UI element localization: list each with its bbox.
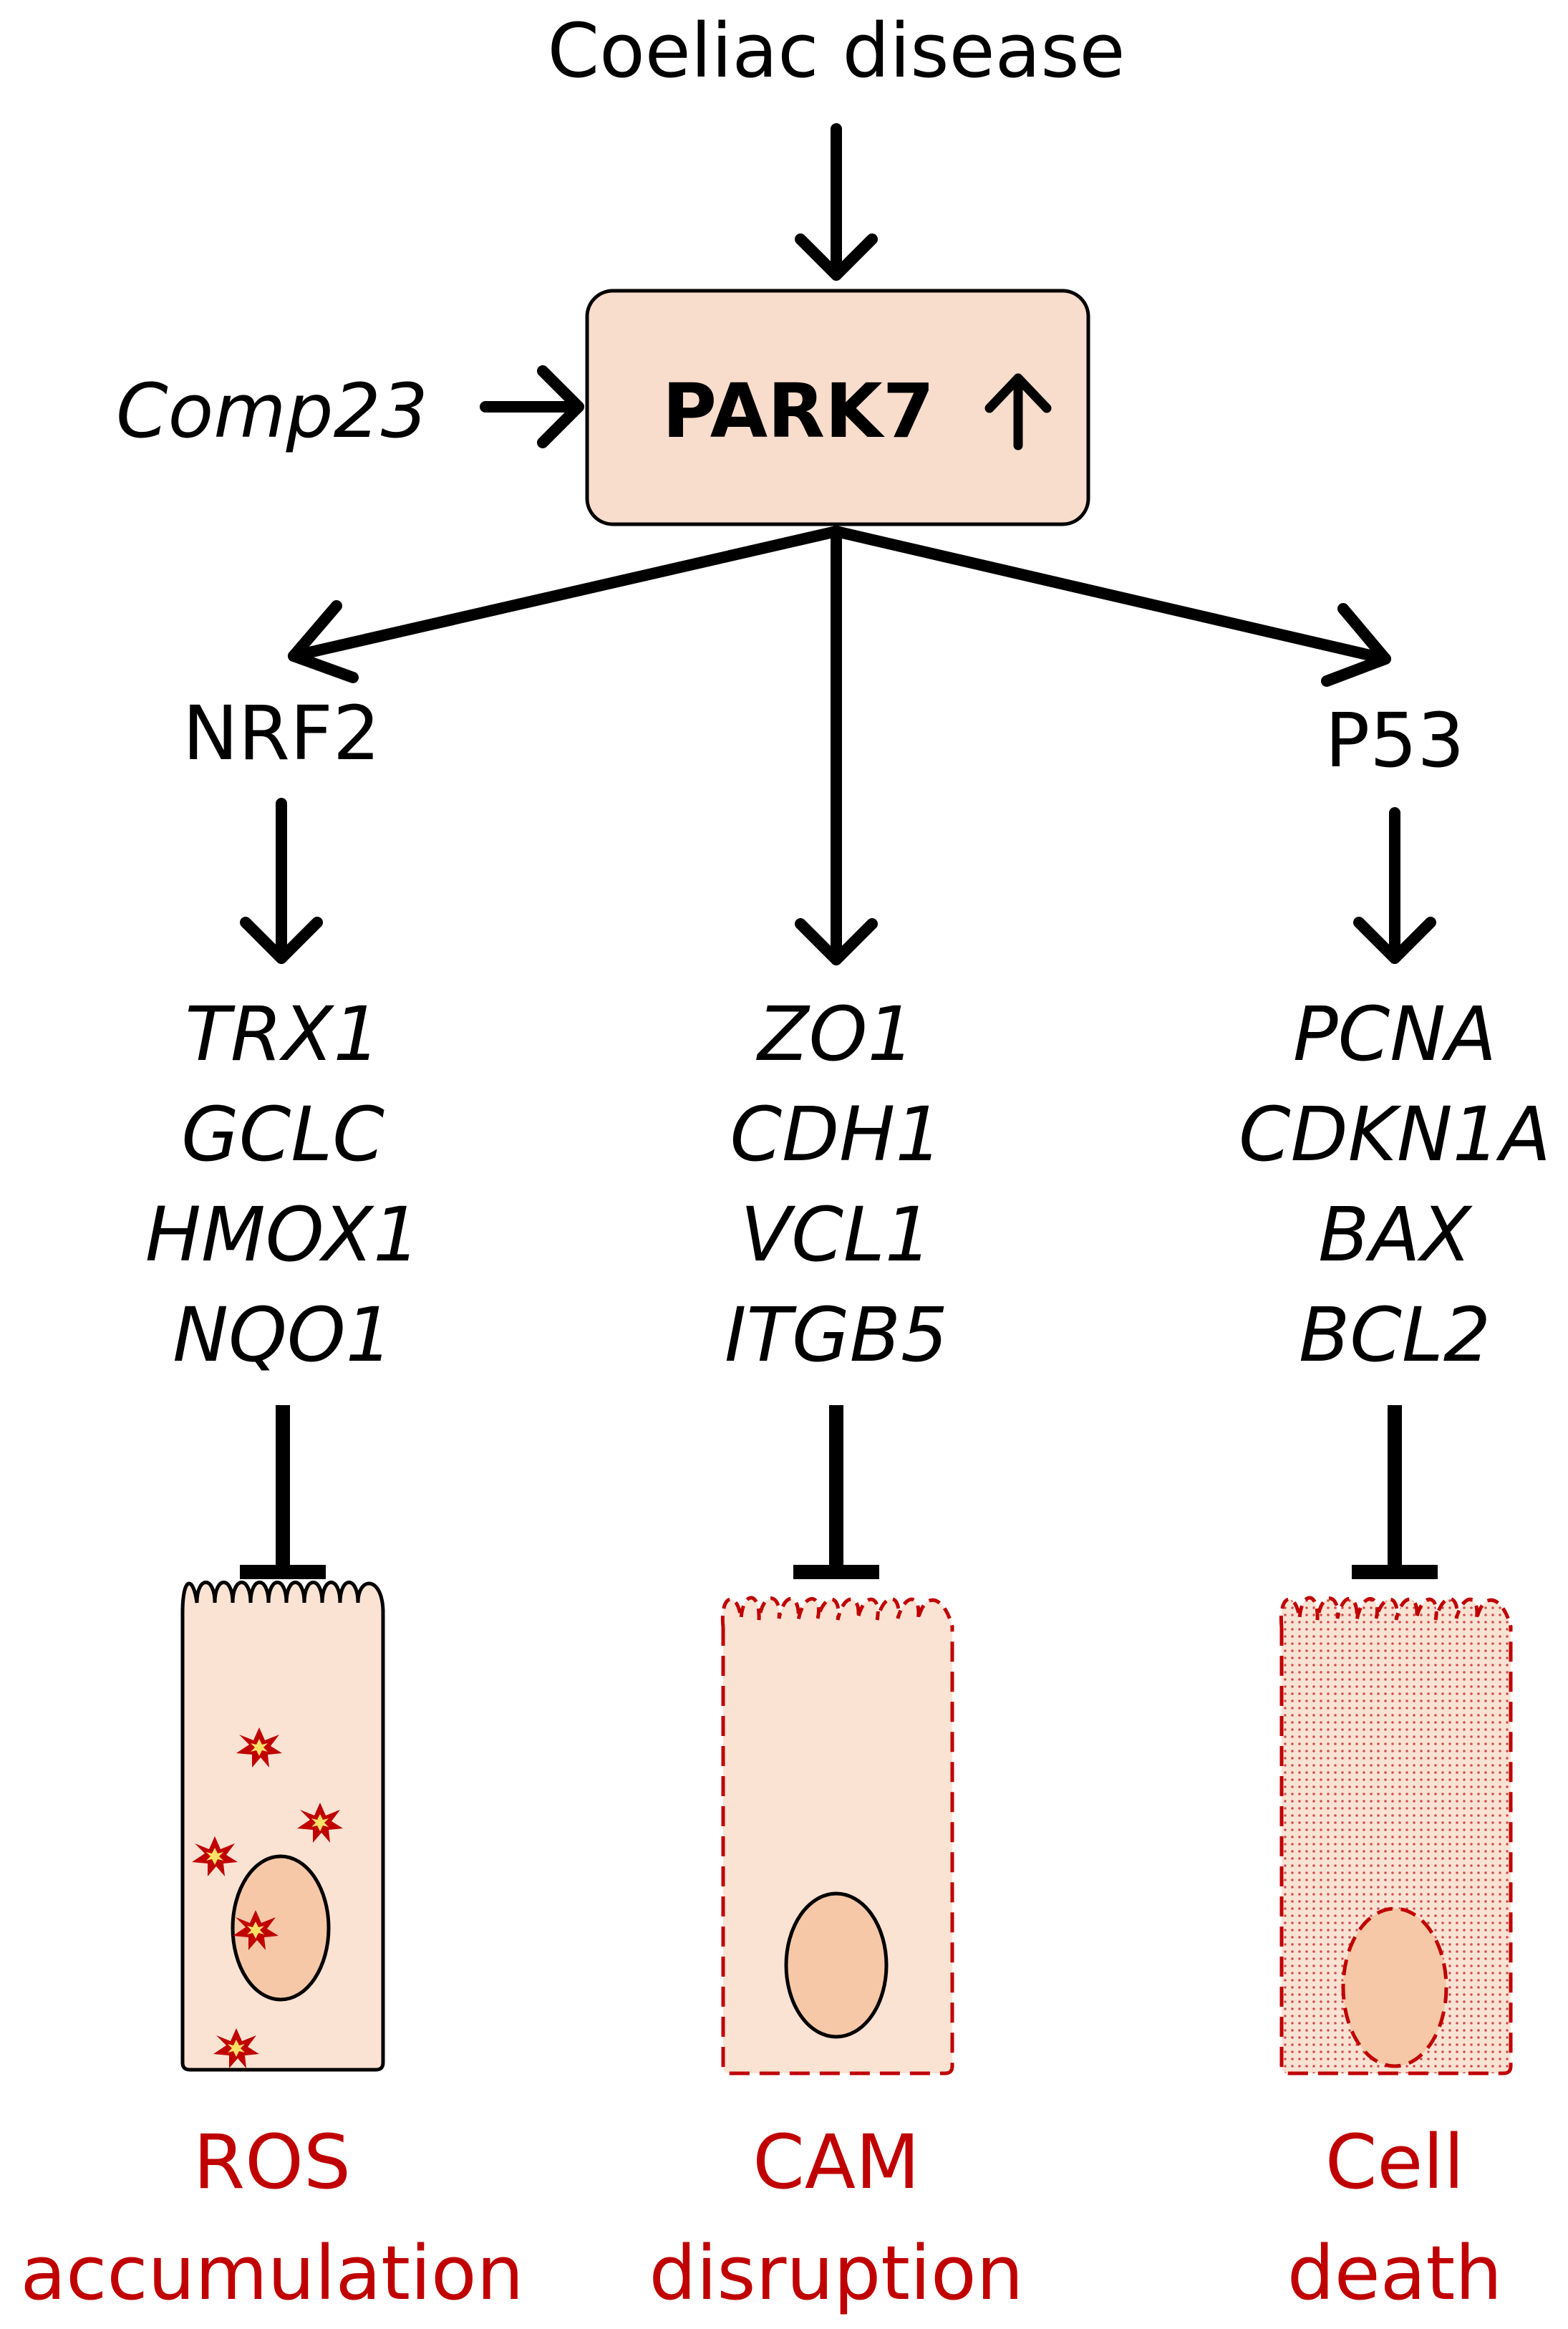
ros-burst-icon (192, 1836, 238, 1876)
nucleus (784, 1891, 889, 2039)
gene-label: ITGB5 (725, 1291, 948, 1379)
gene-label: BCL2 (1299, 1291, 1491, 1379)
outcome-line: accumulation (20, 2229, 523, 2317)
hub-box (585, 289, 1090, 526)
ros-burst-icon (213, 2028, 259, 2068)
outcome-line: ROS (193, 2118, 351, 2206)
microvilli (720, 1596, 954, 1628)
ros-burst-icon (297, 1803, 343, 1843)
gene-label: TRX1 (185, 990, 380, 1078)
gene-label: ZO1 (755, 990, 914, 1078)
inhibit-bar-adhesion (793, 1405, 879, 1579)
up-arrow-icon (984, 373, 1052, 450)
cell-body (1279, 1626, 1513, 2075)
mediator-p53: P53 (1325, 697, 1464, 784)
outcome-line: CAM (752, 2118, 920, 2206)
outcome-cam: CAM disruption (649, 2118, 1024, 2317)
outcome-ros: ROS accumulation (20, 2118, 523, 2317)
gene-list-nrf2: TRX1 GCLC HMOX1 NQO1 (145, 990, 420, 1379)
microvilli (180, 1581, 385, 1614)
arrow-source-to-hub (795, 123, 878, 281)
microvilli (1279, 1596, 1513, 1628)
gene-label: CDKN1A (1239, 1091, 1551, 1178)
ros-burst-icon (236, 1727, 282, 1768)
gene-list-adhesion: ZO1 CDH1 VCL1 ITGB5 (725, 990, 948, 1379)
nucleus (231, 1854, 331, 2002)
cell-body (721, 1626, 954, 2075)
outcome-death: Cell death (1287, 2118, 1502, 2317)
nucleus (1341, 1906, 1448, 2068)
gene-label: HMOX1 (145, 1191, 420, 1278)
arrow-p53-to-genes (1353, 807, 1436, 964)
gene-label: PCNA (1293, 990, 1496, 1078)
cell-ros (180, 1581, 385, 2072)
cell-death (1279, 1596, 1513, 2075)
inhibit-bar-p53 (1352, 1405, 1438, 1579)
arrow-hub-to-p53 (831, 526, 1391, 687)
gene-label: CDH1 (730, 1091, 942, 1178)
outcome-line: death (1287, 2229, 1502, 2317)
cell-cam-disruption (720, 1596, 954, 2075)
mediator-nrf2: NRF2 (183, 690, 380, 777)
arrow-modulator-to-hub (480, 365, 584, 448)
outcome-line: disruption (649, 2229, 1024, 2317)
gene-label: GCLC (181, 1091, 384, 1178)
modulator-label: Comp23 (116, 367, 428, 455)
outcome-line: Cell (1325, 2118, 1464, 2206)
gene-label: BAX (1318, 1191, 1473, 1278)
ros-burst-icon (233, 1910, 279, 1950)
arrow-hub-to-adhesion (795, 526, 878, 965)
hub-label: PARK7 (662, 367, 934, 455)
gene-label: NQO1 (173, 1291, 393, 1379)
inhibit-bar-nrf2 (240, 1405, 326, 1579)
source-label: Coeliac disease (548, 7, 1126, 95)
gene-list-p53: PCNA CDKN1A BAX BCL2 (1239, 990, 1551, 1379)
arrow-hub-to-nrf2 (288, 526, 842, 683)
arrow-nrf2-to-genes (240, 798, 323, 964)
gene-label: VCL1 (740, 1191, 932, 1278)
